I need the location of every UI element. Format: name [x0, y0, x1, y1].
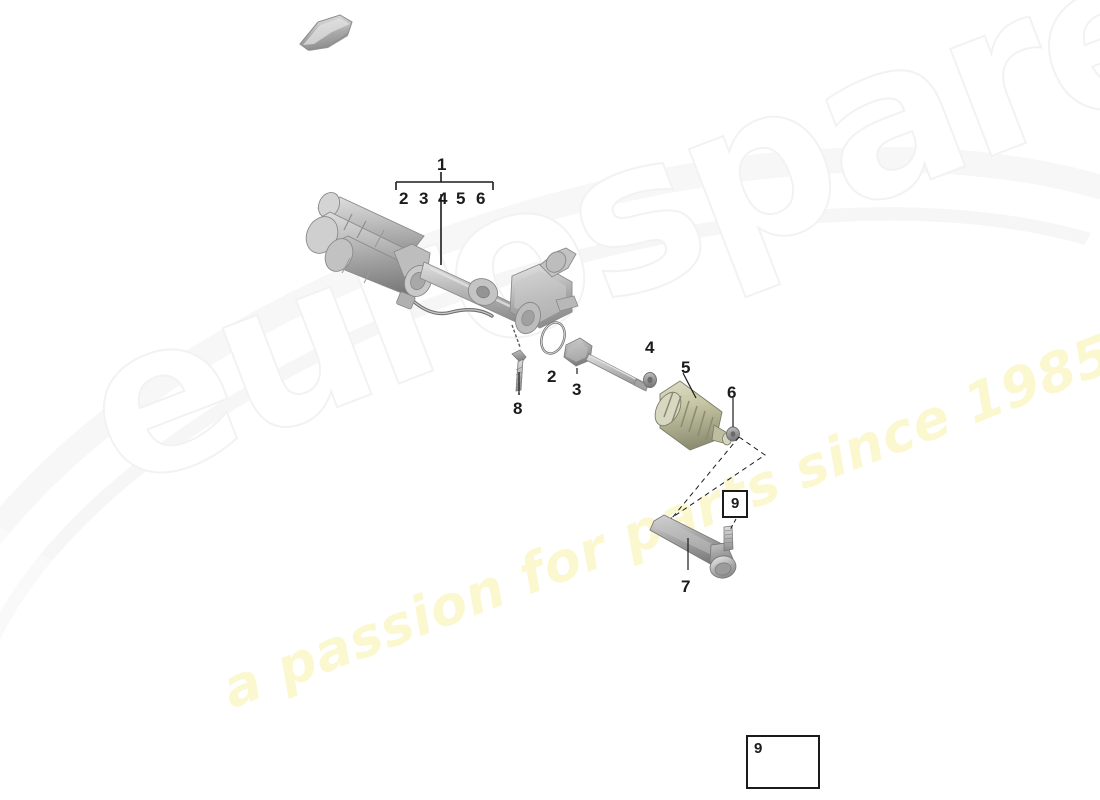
callout-label-5[interactable]: 5: [681, 358, 691, 377]
callout-label-6[interactable]: 6: [727, 383, 737, 402]
part-7-outer-tie-rod-end: [649, 514, 737, 579]
detail-box-number: 9: [754, 740, 763, 757]
callout-label-2[interactable]: 2: [547, 367, 557, 386]
callout-label-1[interactable]: 1: [437, 155, 447, 174]
callout-label-group-4[interactable]: 4: [438, 189, 448, 208]
callout-label-4[interactable]: 4: [645, 338, 655, 357]
callout-label-group-5[interactable]: 5: [456, 189, 466, 208]
callout-label-7[interactable]: 7: [681, 577, 691, 596]
part-4-boot-clamp-small: [643, 372, 657, 388]
detail-box-9[interactable]: 9: [746, 735, 820, 789]
callout-label-9-boxed[interactable]: 9: [722, 490, 749, 518]
part-2-o-ring: [540, 321, 566, 355]
part-top-left-pad: [299, 14, 353, 51]
callout-label-group-6[interactable]: 6: [476, 189, 486, 208]
callout-label-group-2[interactable]: 2: [399, 189, 409, 208]
part-5-steering-gear-boot: [654, 380, 732, 451]
callout-bracket: [395, 172, 494, 265]
callout-label-group-3[interactable]: 3: [419, 189, 429, 208]
assembly-guide-lines: [660, 436, 766, 526]
callout-label-3[interactable]: 3: [572, 380, 582, 399]
part-3-inner-tie-rod: [563, 337, 649, 392]
callout-label-8[interactable]: 8: [513, 399, 523, 418]
part-1-steering-gear-assembly: [305, 192, 579, 348]
